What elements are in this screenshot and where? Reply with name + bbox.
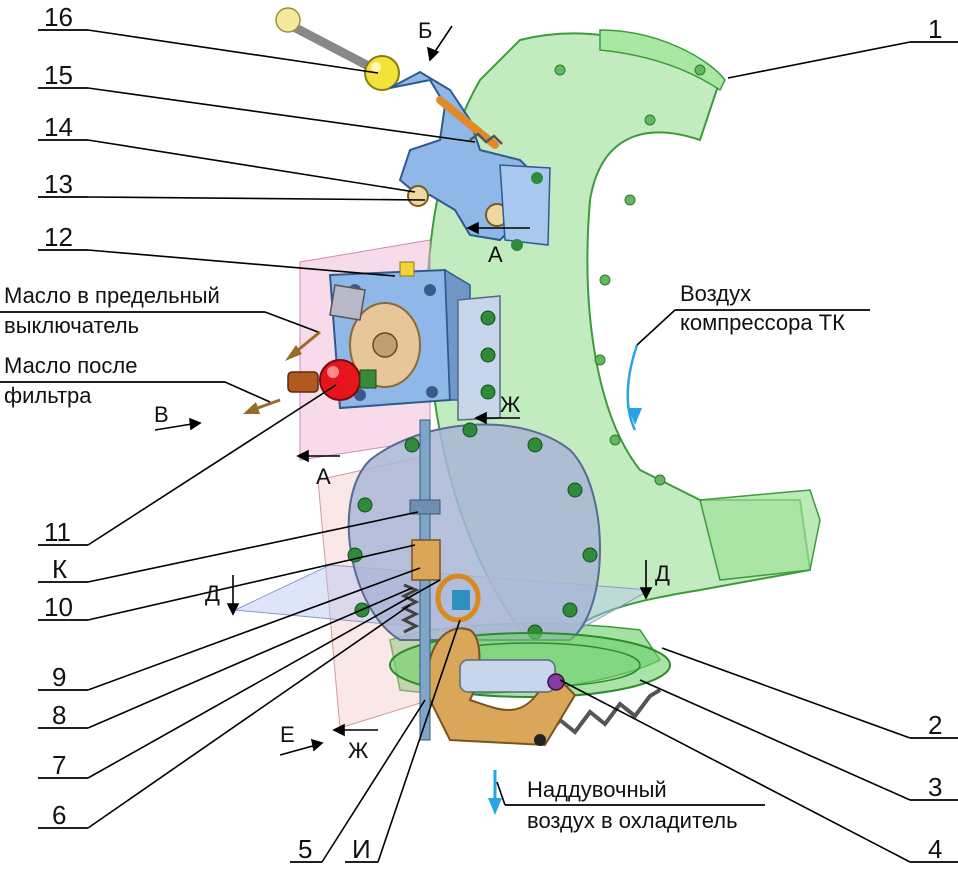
view-marker-Zh-lower: Ж — [348, 738, 369, 763]
side-mounting-plate — [457, 295, 501, 421]
air-flow-arrows — [488, 344, 642, 815]
leader-lines — [0, 29, 958, 863]
callout-13: 13 — [44, 169, 73, 199]
callout-1: 1 — [928, 14, 942, 44]
view-arrows — [154, 25, 653, 756]
callout-15: 15 — [44, 60, 73, 90]
callout-11: 11 — [44, 517, 71, 547]
compressor-air-label-2: компрессора ТК — [680, 310, 845, 335]
upper-lever — [275, 7, 551, 251]
oil-flow-arrows — [243, 330, 321, 414]
view-marker-E: Е — [280, 722, 295, 747]
charge-air-label-1: Наддувочный — [527, 777, 667, 802]
tension-spring — [543, 688, 662, 740]
callout-14: 14 — [44, 112, 73, 142]
oil-limit-switch-label-1: Масло в предельный — [4, 283, 220, 308]
limit-switch-bracket — [328, 261, 471, 410]
flow-annotations: Масло в предельный выключатель Масло пос… — [4, 281, 845, 833]
charge-air-label-2: воздух в охладитель — [527, 808, 738, 833]
oil-after-filter-label-2: фильтра — [4, 383, 92, 408]
view-marker-A-upper: А — [488, 242, 503, 267]
red-knob — [287, 359, 377, 401]
callout-6: 6 — [52, 800, 66, 830]
callout-5: 5 — [298, 834, 312, 864]
callout-2: 2 — [928, 710, 942, 740]
vertical-rod — [400, 419, 481, 741]
callout-12: 12 — [44, 222, 73, 252]
callout-10: 10 — [44, 592, 73, 622]
oil-after-filter-label-1: Масло после — [4, 353, 137, 378]
view-markers: Б А А В Ж Ж Д Д Е — [154, 18, 670, 763]
view-marker-D-right: Д — [655, 561, 670, 586]
compressor-air-label-1: Воздух — [680, 281, 751, 306]
callout-7: 7 — [52, 750, 66, 780]
view-marker-D-left: Д — [205, 581, 220, 606]
view-marker-V: В — [154, 402, 169, 427]
callout-K: К — [52, 554, 67, 584]
callout-I: И — [352, 834, 371, 864]
callout-labels: 16 15 14 13 12 11 К 10 9 8 7 6 5 И 1 2 3… — [44, 2, 942, 864]
view-marker-A-lower: А — [316, 464, 331, 489]
view-marker-B: Б — [418, 18, 432, 43]
callout-4: 4 — [928, 834, 942, 864]
callout-3: 3 — [928, 772, 942, 802]
flap-lever — [426, 627, 577, 747]
oil-limit-switch-label-2: выключатель — [4, 313, 139, 338]
round-cover — [347, 422, 601, 641]
callout-9: 9 — [52, 662, 66, 692]
view-marker-Zh-upper: Ж — [500, 392, 521, 417]
cover-bolts — [347, 422, 598, 640]
flange-bolt-holes — [554, 64, 706, 486]
callout-8: 8 — [52, 700, 66, 730]
callout-16: 16 — [44, 2, 73, 32]
